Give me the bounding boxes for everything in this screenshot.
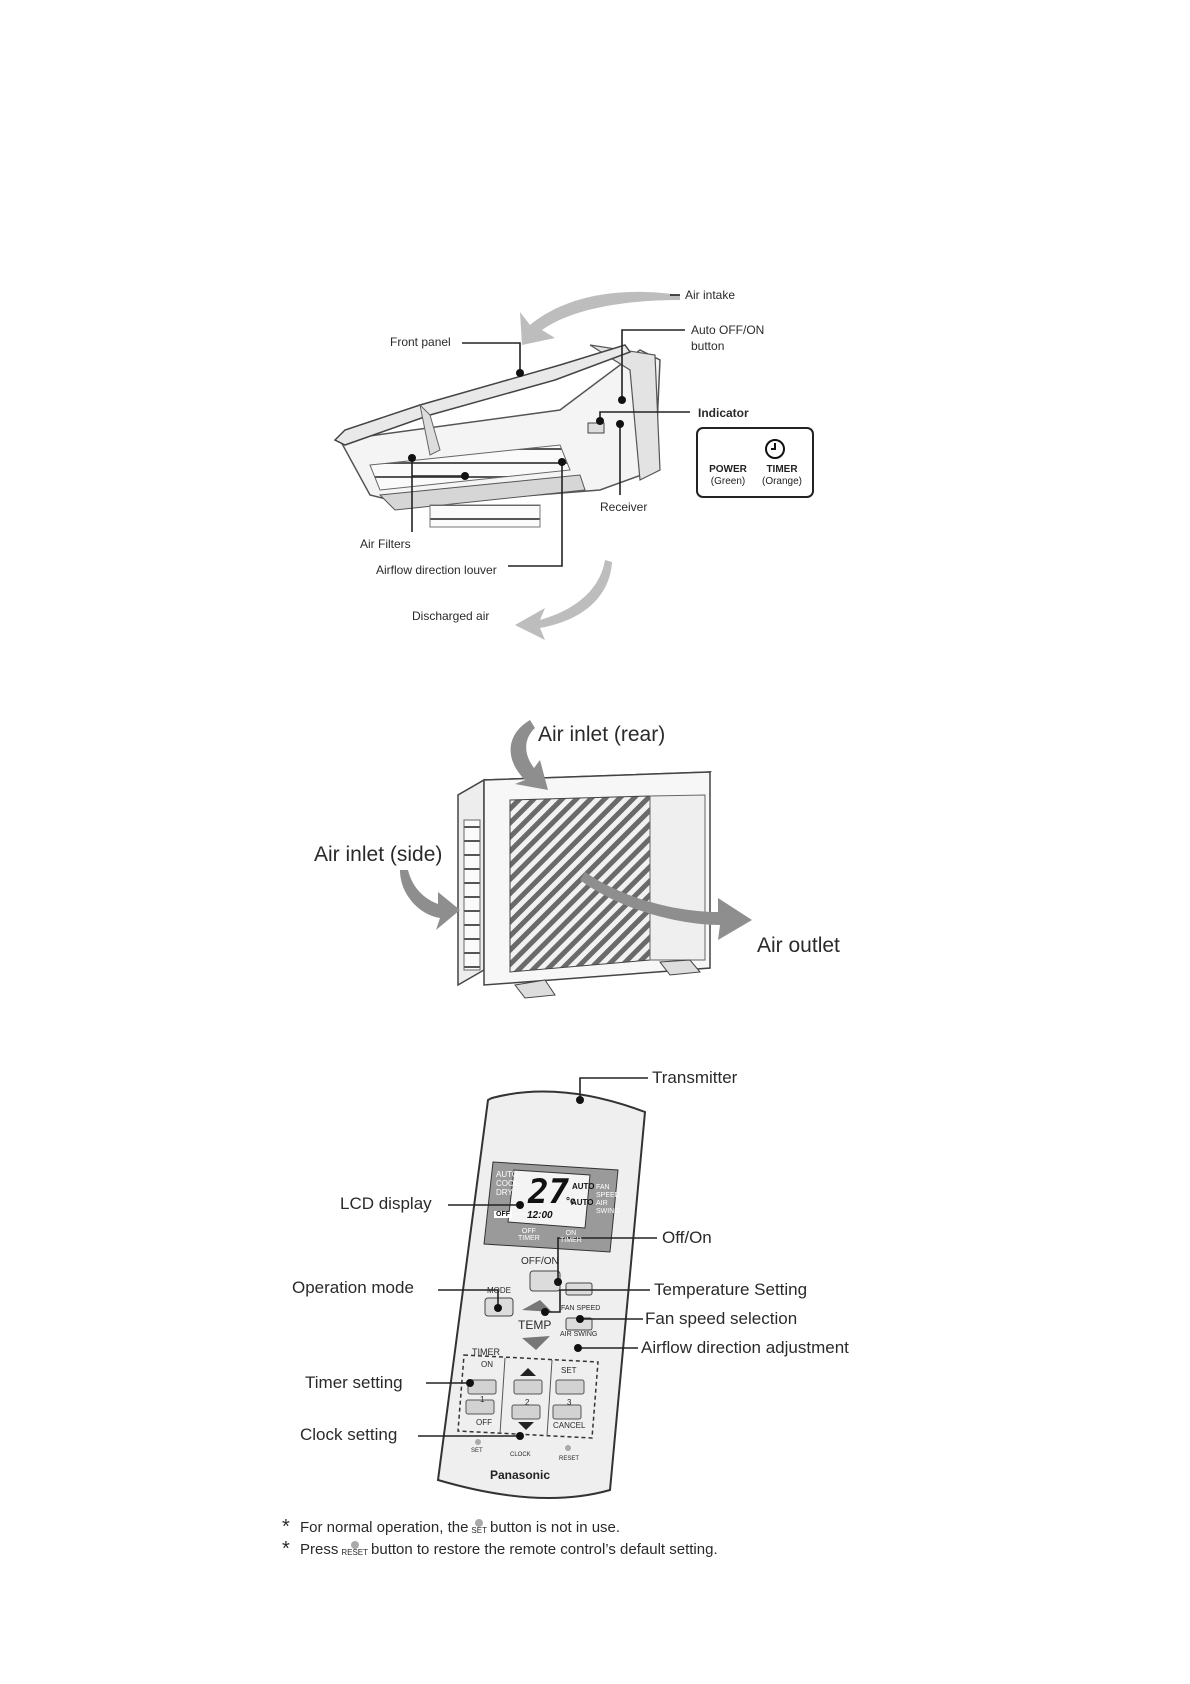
timer-slot-3: 3 bbox=[567, 1398, 572, 1407]
reset-mini-button: RESET bbox=[341, 1541, 368, 1557]
lcd-modes: AUTO COOL DRY bbox=[496, 1170, 519, 1197]
reset-dot-icon bbox=[350, 1541, 359, 1549]
louver-shape bbox=[378, 474, 586, 511]
power-color: (Green) bbox=[710, 476, 746, 487]
remote-illustration bbox=[418, 1077, 657, 1499]
lcd-clock: 12:00 bbox=[527, 1210, 553, 1221]
timer-cancel-button[interactable]: CANCEL bbox=[553, 1421, 586, 1430]
indicator-panel: POWER (Green) TIMER (Orange) bbox=[696, 427, 814, 498]
outdoor-fan-grill bbox=[509, 795, 651, 973]
footnotes: * For normal operation, the SET button i… bbox=[282, 1516, 718, 1560]
timer-region bbox=[457, 1354, 599, 1439]
set-mini-label: SET bbox=[471, 1526, 487, 1535]
lcd-on-timer: ON TIMER bbox=[560, 1230, 582, 1244]
footnote-1-text-b: button is not in use. bbox=[489, 1518, 621, 1536]
lcd-fan-auto: AUTO bbox=[572, 1182, 595, 1191]
air-intake-arrow bbox=[520, 291, 680, 345]
label-fan-speed-selection: Fan speed selection bbox=[645, 1309, 798, 1328]
timer-set-button[interactable]: SET bbox=[561, 1366, 577, 1375]
footnote-1-text-a: For normal operation, the bbox=[300, 1518, 469, 1536]
footnote-2-star: * bbox=[282, 1537, 290, 1560]
air-inlet-side-arrow bbox=[400, 870, 460, 930]
timer-color: (Orange) bbox=[761, 476, 802, 487]
lcd-fan-word: FAN bbox=[596, 1184, 610, 1191]
lcd-speed-word: SPEED bbox=[596, 1192, 620, 1199]
label-lcd-display: LCD display bbox=[340, 1194, 432, 1213]
footnote-2: * Press RESET button to restore the remo… bbox=[282, 1538, 718, 1560]
lcd-mode-auto: AUTO bbox=[496, 1170, 519, 1179]
label-temperature-setting: Temperature Setting bbox=[654, 1280, 808, 1299]
small-set-button[interactable]: SET bbox=[471, 1448, 483, 1454]
outdoor-unit-illustration bbox=[400, 720, 752, 999]
timer-label: TIMER bbox=[766, 464, 798, 475]
lcd-off-badge: OFF bbox=[494, 1211, 512, 1218]
label-air-filters: Air Filters bbox=[360, 537, 411, 551]
mode-button-label[interactable]: MODE bbox=[487, 1286, 511, 1295]
label-off-on: Off/On bbox=[662, 1228, 712, 1247]
label-air-inlet-rear: Air inlet (rear) bbox=[538, 723, 666, 746]
label-auto-button-1: Auto OFF/ON bbox=[691, 323, 765, 337]
label-airflow-adjustment: Airflow direction adjustment bbox=[641, 1338, 849, 1357]
label-air-outlet: Air outlet bbox=[757, 934, 840, 957]
label-timer-setting: Timer setting bbox=[305, 1373, 403, 1392]
label-indicator: Indicator bbox=[698, 406, 749, 420]
air-inlet-rear-arrow bbox=[510, 720, 548, 790]
temp-button-label[interactable]: TEMP bbox=[518, 1318, 552, 1332]
power-label: POWER bbox=[709, 464, 747, 475]
air-swing-button-label[interactable]: AIR SWING bbox=[560, 1331, 598, 1338]
reset-button[interactable]: RESET bbox=[559, 1456, 580, 1462]
lcd-swing-auto: AUTO bbox=[571, 1198, 594, 1207]
label-receiver: Receiver bbox=[600, 500, 648, 514]
label-louver: Airflow direction louver bbox=[376, 563, 497, 577]
timer-group-label: TIMER bbox=[472, 1347, 500, 1357]
lcd-on-timer-timer: TIMER bbox=[560, 1237, 582, 1244]
set-dot-icon bbox=[475, 1519, 484, 1527]
brand-logo: Panasonic bbox=[490, 1468, 551, 1482]
footnote-1-star: * bbox=[282, 1515, 290, 1538]
timer-slot-2: 2 bbox=[525, 1398, 530, 1407]
label-transmitter: Transmitter bbox=[652, 1068, 738, 1087]
lcd-fan-speed: FAN SPEED AIR SWING bbox=[596, 1184, 620, 1216]
label-clock-setting: Clock setting bbox=[300, 1425, 398, 1444]
discharged-air-arrow bbox=[515, 560, 612, 640]
air-outlet-arrow bbox=[580, 872, 752, 940]
label-operation-mode: Operation mode bbox=[292, 1278, 414, 1297]
label-air-inlet-side: Air inlet (side) bbox=[314, 843, 443, 866]
timer-slot-1: 1 bbox=[480, 1395, 485, 1404]
footnote-2-text-b: button to restore the remote control’s d… bbox=[371, 1540, 718, 1558]
label-air-intake: Air intake bbox=[685, 288, 736, 302]
remote-body bbox=[436, 1090, 647, 1499]
front-panel-shape bbox=[333, 344, 632, 446]
lcd-temp: 27 bbox=[528, 1172, 569, 1212]
label-front-panel: Front panel bbox=[390, 335, 451, 349]
lcd-swing-word: SWING bbox=[596, 1208, 620, 1215]
clock-icon bbox=[765, 439, 785, 459]
lcd-on-timer-on: ON bbox=[565, 1230, 577, 1237]
indoor-unit-illustration bbox=[333, 291, 690, 640]
footnote-1: * For normal operation, the SET button i… bbox=[282, 1516, 718, 1538]
timer-on-button[interactable]: ON bbox=[481, 1360, 493, 1369]
off-on-button-label[interactable]: OFF/ON bbox=[521, 1256, 559, 1267]
timer-off-button[interactable]: OFF bbox=[476, 1418, 492, 1427]
lcd-off-timer-off: OFF bbox=[521, 1228, 536, 1235]
reset-mini-label: RESET bbox=[341, 1548, 369, 1557]
lcd-off-timer: OFF TIMER bbox=[518, 1228, 540, 1242]
lcd-air-word: AIR bbox=[596, 1200, 608, 1207]
fan-speed-button-label[interactable]: FAN SPEED bbox=[561, 1305, 601, 1312]
label-auto-button-2: button bbox=[691, 339, 725, 353]
air-filter-area bbox=[369, 444, 571, 491]
lcd-off-timer-timer: TIMER bbox=[518, 1235, 540, 1242]
label-discharged-air: Discharged air bbox=[412, 609, 490, 623]
lcd-mode-dry: DRY bbox=[496, 1188, 513, 1197]
footnote-2-text-a: Press bbox=[300, 1540, 339, 1558]
lcd-mode-cool: COOL bbox=[496, 1179, 519, 1188]
lcd-unit: °c bbox=[566, 1196, 576, 1207]
set-mini-button: SET bbox=[471, 1519, 487, 1535]
clock-button[interactable]: CLOCK bbox=[510, 1452, 531, 1458]
